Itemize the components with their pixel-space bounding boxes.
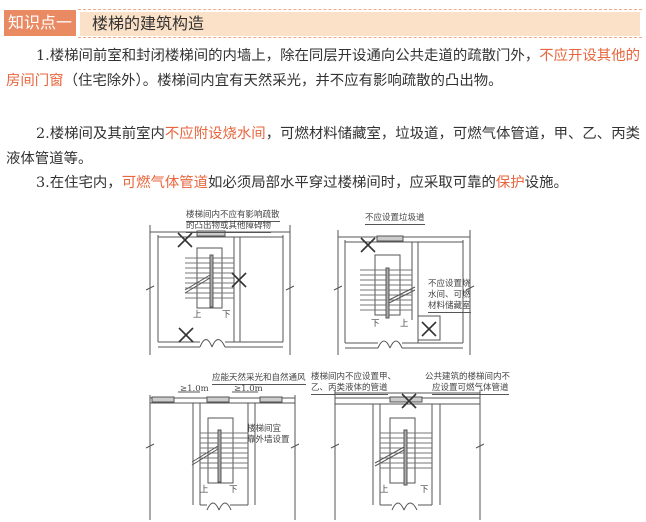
paragraph-3: 3.在住宅内，可燃气体管道如必须局部水平穿过楼梯间时，应采取可靠的保护设施。 bbox=[6, 171, 640, 196]
label-exterior-wall-line2: 靠外墙设置 bbox=[247, 435, 290, 445]
label-no-liquid-pipe-line2: 乙、丙类液体的管道 bbox=[311, 383, 388, 395]
label-down: 下 bbox=[371, 319, 380, 329]
label-dimension-left: ≥1.0m bbox=[180, 384, 209, 394]
label-exterior-wall-line1: 楼梯间宜 bbox=[247, 424, 282, 434]
label-natural-light: 应能天然采光和自然通风 bbox=[212, 373, 306, 385]
label-no-obstruction-line1: 楼梯间内不应有影响疏散 bbox=[186, 210, 280, 222]
label-up: 上 bbox=[193, 310, 202, 320]
highlight-text: 保护 bbox=[495, 175, 525, 191]
header-divider-top bbox=[78, 9, 642, 10]
plan-bottom-right bbox=[330, 390, 485, 520]
text-segment: 1.楼梯间前室和封闭楼梯间的内墙上，除在同层开设通向公共走道的疏散门外， bbox=[36, 48, 540, 64]
highlight-text: 不应附设烧水间 bbox=[164, 126, 266, 142]
text-segment: ，可燃材料储藏室，垃圾道，可燃气体管道，甲、乙、丙类液体管道等。 bbox=[6, 126, 640, 167]
label-no-garbage-chute: 不应设置垃圾道 bbox=[365, 213, 425, 225]
plan-bottom-left bbox=[145, 391, 300, 520]
paragraph-2: 2.楼梯间及其前室内不应附设烧水间，可燃材料储藏室，垃圾道，可燃气体管道，甲、乙… bbox=[6, 122, 640, 171]
label-no-boiler-line1: 不应设置烧 bbox=[428, 279, 471, 289]
label-down: 下 bbox=[222, 310, 231, 320]
highlight-text: 可燃气体管道 bbox=[121, 175, 209, 191]
header-divider-bottom bbox=[78, 37, 642, 38]
label-up: 上 bbox=[200, 485, 209, 495]
label-no-gas-pipe-line1: 公共建筑的楼梯间内不 bbox=[425, 372, 511, 382]
label-no-boiler-line2: 水间、可燃 bbox=[428, 290, 471, 300]
section-header: 知识点一 楼梯的建筑构造 bbox=[0, 6, 646, 38]
text-segment: 3.在住宅内， bbox=[36, 175, 122, 191]
label-no-liquid-pipe-line1: 楼梯间内不应设置甲、 bbox=[311, 372, 397, 382]
label-no-obstruction-line2: 的凸出物或其他障碍物 bbox=[186, 221, 272, 233]
highlight-text: 不应开设其他的房间门窗 bbox=[6, 48, 640, 89]
text-segment: 设施。 bbox=[524, 175, 568, 191]
label-down: 下 bbox=[229, 485, 238, 495]
text-segment: 如必须局部水平穿过楼梯间时，应采取可靠的 bbox=[208, 175, 496, 191]
title-bar bbox=[80, 12, 640, 36]
knowledge-point-badge: 知识点一 bbox=[4, 10, 76, 36]
plan-top-left bbox=[145, 225, 295, 355]
label-dimension-right: ≥1.0m bbox=[234, 384, 263, 394]
plan-top-right bbox=[333, 230, 475, 355]
text-segment: （住宅除外）。楼梯间内宜有天然采光，并不应有影响疏散的凸出物。 bbox=[63, 72, 503, 89]
label-no-gas-pipe-line2: 应设置可燃气体管道 bbox=[432, 383, 509, 395]
label-no-boiler-line3: 材料储藏室 bbox=[428, 301, 471, 313]
label-down: 下 bbox=[420, 485, 429, 495]
label-up: 上 bbox=[380, 485, 389, 495]
text-segment: 2.楼梯间及其前室内 bbox=[36, 126, 165, 142]
stairwell-plans-drawing bbox=[145, 225, 485, 520]
label-up: 上 bbox=[400, 319, 409, 329]
paragraph-1: 1.楼梯间前室和封闭楼梯间的内墙上，除在同层开设通向公共走道的疏散门外，不应开设… bbox=[6, 44, 640, 93]
stairwell-diagrams: 楼梯间内不应有影响疏散 的凸出物或其他障碍物 上 下 不应设置垃圾道 不应设置烧… bbox=[0, 200, 646, 522]
section-title: 楼梯的建筑构造 bbox=[92, 14, 205, 33]
